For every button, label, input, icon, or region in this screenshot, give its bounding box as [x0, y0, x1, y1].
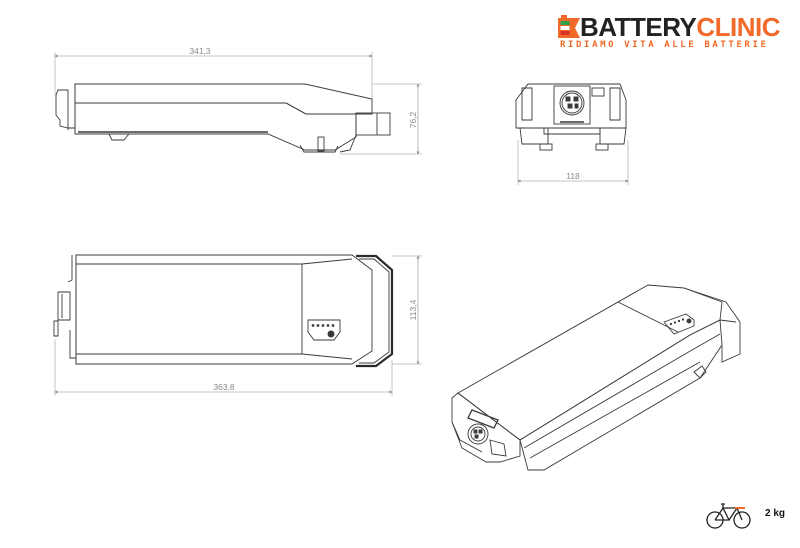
brand-name-dark: BATTERY: [580, 12, 697, 42]
isometric-view: [451, 284, 741, 471]
front-view: [515, 83, 629, 185]
dim-front-width: 118: [566, 171, 580, 181]
brand-tagline: RIDIAMO VITA ALLE BATTERIE: [560, 40, 769, 50]
bicycle-icon: [706, 503, 751, 529]
brand-logo: BATTERYCLINIC RIDIAMO VITA ALLE BATTERIE: [556, 12, 796, 52]
dim-side-length: 341,3: [189, 46, 211, 56]
brand-name-accent: CLINIC: [696, 12, 781, 42]
dim-top-width: 113,4: [408, 299, 418, 320]
top-view: [53, 254, 422, 396]
dim-side-height: 76,2: [408, 111, 418, 128]
dim-top-length: 363,8: [213, 382, 235, 392]
battery-flag-logo-icon: [558, 15, 580, 38]
brand-name: BATTERYCLINIC: [580, 12, 781, 42]
battery-weight: 2 kg: [765, 508, 786, 519]
side-view: [54, 52, 422, 155]
